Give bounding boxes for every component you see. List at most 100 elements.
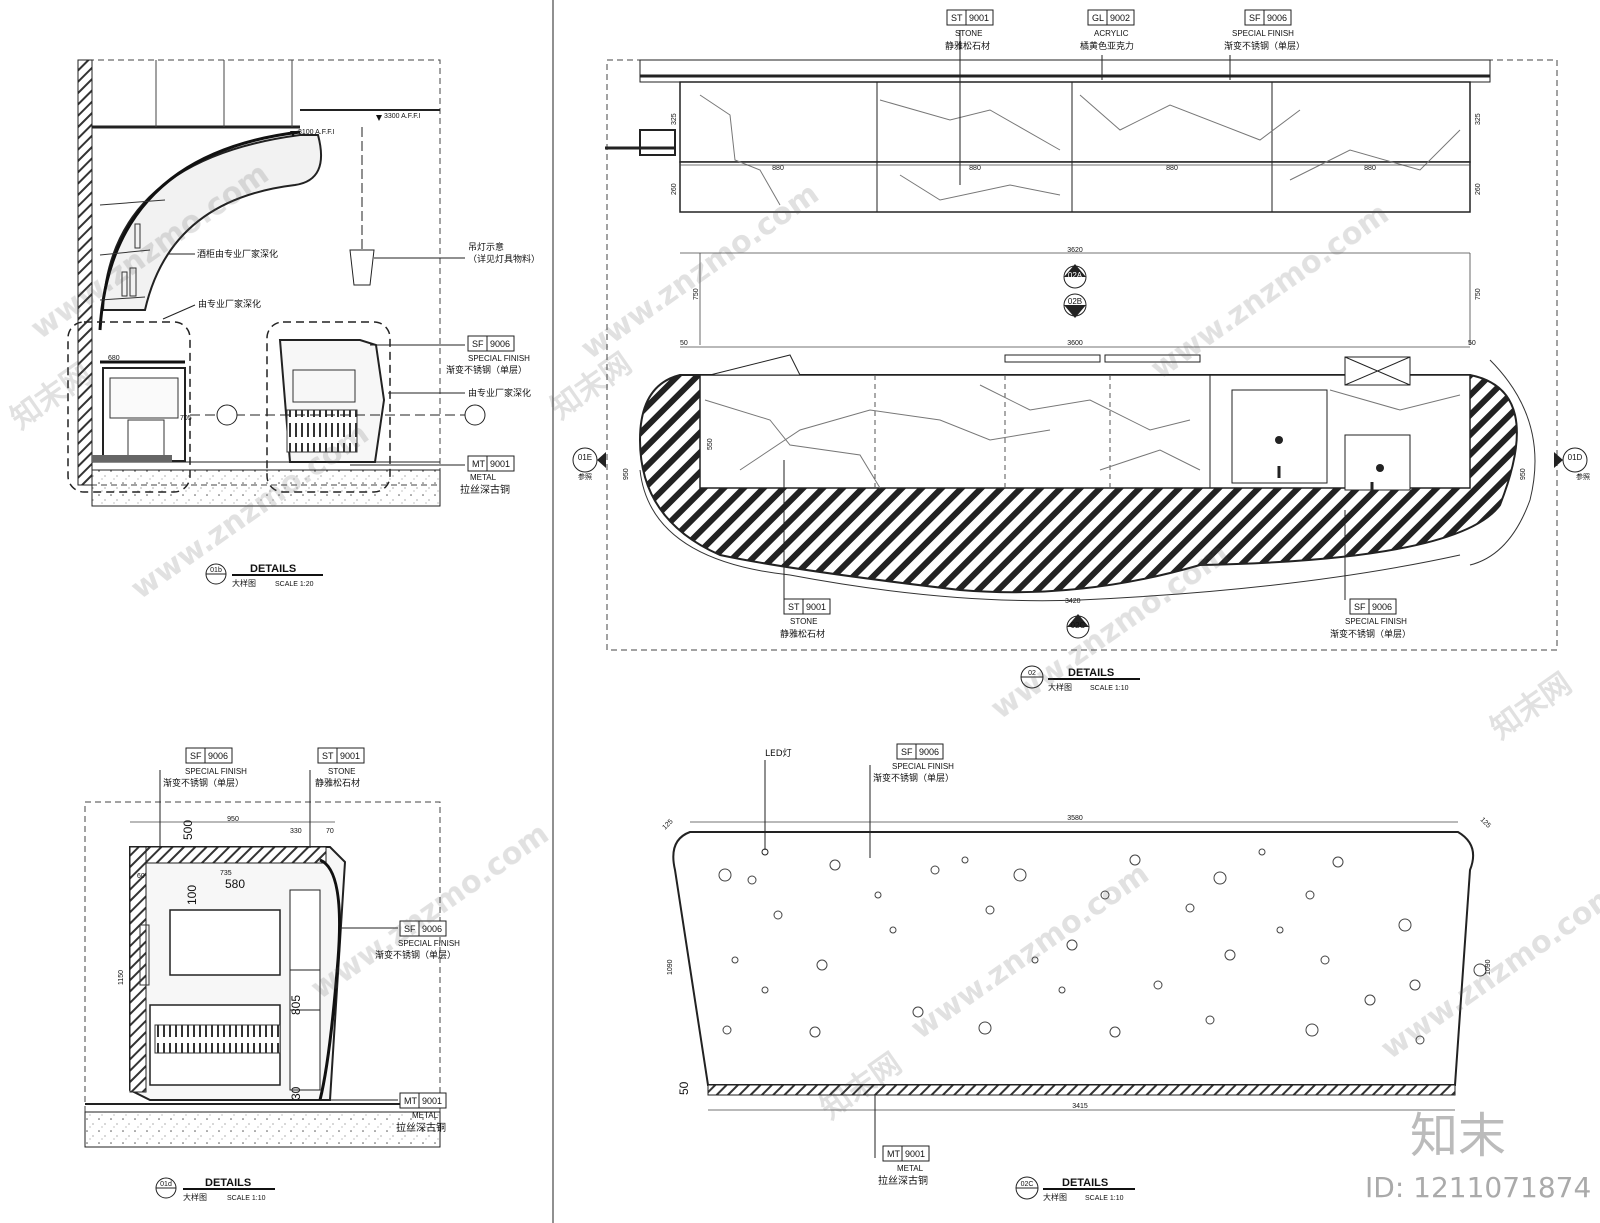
dim-3600: 3600 [1067, 340, 1083, 347]
dim-50-02c: 50 [677, 1081, 691, 1095]
tag-sf-top-en: SPECIAL FINISH [1232, 29, 1294, 38]
dim-325-l: 325 [671, 113, 678, 125]
dim-880-c: 880 [1166, 165, 1178, 172]
title-02-scale: SCALE 1:10 [1090, 685, 1129, 692]
dim-1090-l: 1090 [667, 959, 674, 975]
dim-750-l: 750 [693, 288, 700, 300]
tag-st-top-cn: 静雅松石材 [945, 40, 990, 52]
dim-50-r: 50 [1468, 340, 1476, 347]
marker-01d: 01D [1568, 453, 1583, 462]
tag-mt-01d-en: METAL [412, 1111, 439, 1120]
dim-950-l: 950 [623, 468, 630, 480]
tag-st-bot-en: STONE [790, 617, 817, 626]
callout-01c [67, 321, 191, 493]
wall-section [77, 59, 93, 486]
dim-580: 580 [225, 877, 245, 891]
tag-gl-en: ACRYLIC [1094, 29, 1129, 38]
dim-705: 705 [180, 415, 192, 422]
note-by-vendor-2: 由专业厂家深化 [468, 387, 531, 399]
dim-950-r: 950 [1520, 468, 1527, 480]
dim-3415: 3415 [1072, 1103, 1088, 1110]
brand-id: ID: 1211071874 [1365, 1171, 1591, 1204]
marker-01e: 01E [578, 453, 592, 462]
title-01b-label: DETAILS [250, 563, 296, 575]
tag-mt-02c-en: METAL [897, 1164, 924, 1173]
marker-02b: 02B [1068, 297, 1082, 306]
tag-sf-01d-num: 9006 [208, 751, 228, 761]
marker-02c: 02C [1071, 621, 1086, 630]
dim-1090-r: 1090 [1485, 959, 1492, 975]
tag-mt-01d-code: MT [404, 1096, 417, 1106]
dim-60: 60 [137, 873, 145, 880]
acrylic-light-box [679, 81, 1471, 163]
title-02-label: DETAILS [1068, 667, 1114, 679]
watermark-cn-3: 知末网 [1485, 666, 1579, 746]
tag-st-01d-code: ST [322, 751, 334, 761]
title-01d-label: DETAILS [205, 1177, 251, 1189]
tag-st-01d-cn: 静雅松石材 [315, 777, 360, 789]
dim-125-r: 125 [1479, 816, 1492, 829]
dim-3420: 3420 [1065, 598, 1081, 605]
tag-gl-cn: 橘黄色亚克力 [1080, 40, 1134, 52]
note-by-vendor-1: 由专业厂家深化 [198, 298, 261, 310]
tag-sf-01d2-num: 9006 [422, 924, 442, 934]
detail-02: 880 880 880 880 325 325 260 260 3620 750… [572, 9, 1590, 692]
tag-sf-01d-code: SF [190, 751, 202, 761]
floor-slab [91, 469, 441, 507]
tag-mt-02c-num: 9001 [905, 1149, 925, 1159]
dim-500: 500 [181, 820, 195, 840]
dim-735: 735 [220, 870, 232, 877]
dim-330: 330 [290, 828, 302, 835]
title-01d-cn: 大样图 [183, 1192, 207, 1202]
dim-260-l: 260 [671, 183, 678, 195]
title-01d-num: 01d [160, 1181, 172, 1188]
dim-70: 70 [326, 828, 334, 835]
dim-3580: 3580 [1067, 815, 1083, 822]
detail-01b: 3100 A.F.F.I 3300 A.F.F.I 680 705 酒柜由专业厂… [67, 59, 540, 588]
detail-01d: 950 330 70 500 580 100 735 60 1150 805 3… [84, 747, 460, 1202]
tag-gl-num: 9002 [1110, 13, 1130, 23]
tag-sf-bot-cn: 渐变不锈钢（单层） [1330, 628, 1411, 640]
tag-sf-01d2-code: SF [404, 924, 416, 934]
sink-2 [1344, 434, 1411, 491]
dim-680: 680 [108, 355, 120, 362]
tag-sf-01d-cn: 渐变不锈钢（单层） [163, 777, 244, 789]
tag-sf-02c-cn: 渐变不锈钢（单层） [873, 772, 954, 784]
tag-sf-en: SPECIAL FINISH [468, 354, 530, 363]
tag-sf-top-code: SF [1249, 13, 1261, 23]
tag-sf-02c-code: SF [901, 747, 913, 757]
note-pendant-2: （详见灯具物料） [468, 253, 540, 265]
tag-sf-01d-en: SPECIAL FINISH [185, 767, 247, 776]
dim-100: 100 [185, 885, 199, 905]
dim-3620: 3620 [1067, 247, 1083, 254]
bubble-pattern [718, 848, 1487, 1045]
tag-st-bot-cn: 静雅松石材 [780, 628, 825, 640]
tag-sf-01d2-cn: 渐变不锈钢（单层） [375, 949, 456, 961]
dim-805: 805 [289, 995, 303, 1015]
note-wine-cabinet: 酒柜由专业厂家深化 [197, 248, 278, 260]
dim-3300: 3300 A.F.F.I [384, 113, 421, 120]
title-01d-scale: SCALE 1:10 [227, 1195, 266, 1202]
tag-mt-cn: 拉丝深古铜 [460, 483, 510, 496]
tag-st-01d-num: 9001 [340, 751, 360, 761]
tag-sf-code: SF [472, 339, 484, 349]
tag-sf-bot-code: SF [1354, 602, 1366, 612]
dim-550: 550 [707, 438, 714, 450]
tag-sf-cn: 渐变不锈钢（单层） [446, 364, 527, 376]
dim-880-b: 880 [969, 165, 981, 172]
watermark-en-2: www.znzmo.com [125, 416, 376, 606]
note-led: LED灯 [765, 748, 792, 759]
tag-st-01d-en: STONE [328, 767, 355, 776]
tag-sf-top-cn: 渐变不锈钢（单层） [1224, 40, 1305, 52]
tag-sf-num: 9006 [490, 339, 510, 349]
title-02c-num: 02C [1021, 1181, 1034, 1188]
dim-260-r: 260 [1475, 183, 1482, 195]
title-02-num: 02 [1028, 670, 1036, 677]
tag-sf-bot-num: 9006 [1372, 602, 1392, 612]
dim-325-r: 325 [1475, 113, 1482, 125]
tag-st-top-code: ST [951, 13, 963, 23]
counter-front-elevation [672, 831, 1474, 1086]
tag-mt-01d-cn: 拉丝深古铜 [396, 1121, 446, 1134]
tag-st-top-en: STONE [955, 29, 982, 38]
